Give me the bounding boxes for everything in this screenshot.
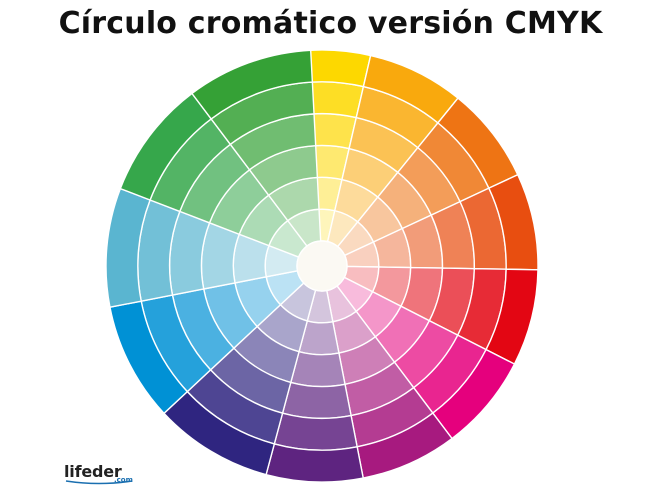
wheel-segment-green	[119, 92, 308, 258]
wheel-cell-violet-ring-6	[265, 443, 365, 483]
wheel-cell-yellow-green-ring-6	[191, 49, 314, 120]
wheel-cell-violet-ring-4	[281, 381, 352, 420]
wheel-segment-blue	[109, 269, 305, 415]
wheel-segment-red-orange	[343, 173, 539, 271]
logo-text: lifeder	[64, 462, 122, 481]
page-title: Círculo cromático versión CMYK	[58, 6, 603, 41]
logo-swoosh-icon	[65, 480, 133, 485]
wheel-center	[296, 240, 348, 292]
wheel-segment-yellow-orange	[326, 54, 459, 248]
logo-suffix: .com	[114, 476, 133, 484]
wheel-segment-magenta	[336, 276, 516, 440]
wheel-segment-red	[343, 265, 539, 366]
wheel-segment-yellow-green	[191, 49, 322, 248]
wheel-cell-violet-ring-5	[273, 412, 358, 451]
wheel-segment-blue-violet	[163, 282, 317, 476]
wheel-segment-orange	[336, 97, 519, 257]
lifeder-logo: lifeder .com	[64, 462, 133, 485]
wheel-cell-violet-ring-3	[289, 350, 346, 388]
wheel-segment-blue-green	[105, 187, 300, 309]
wheel-segment-red-violet	[325, 284, 453, 479]
